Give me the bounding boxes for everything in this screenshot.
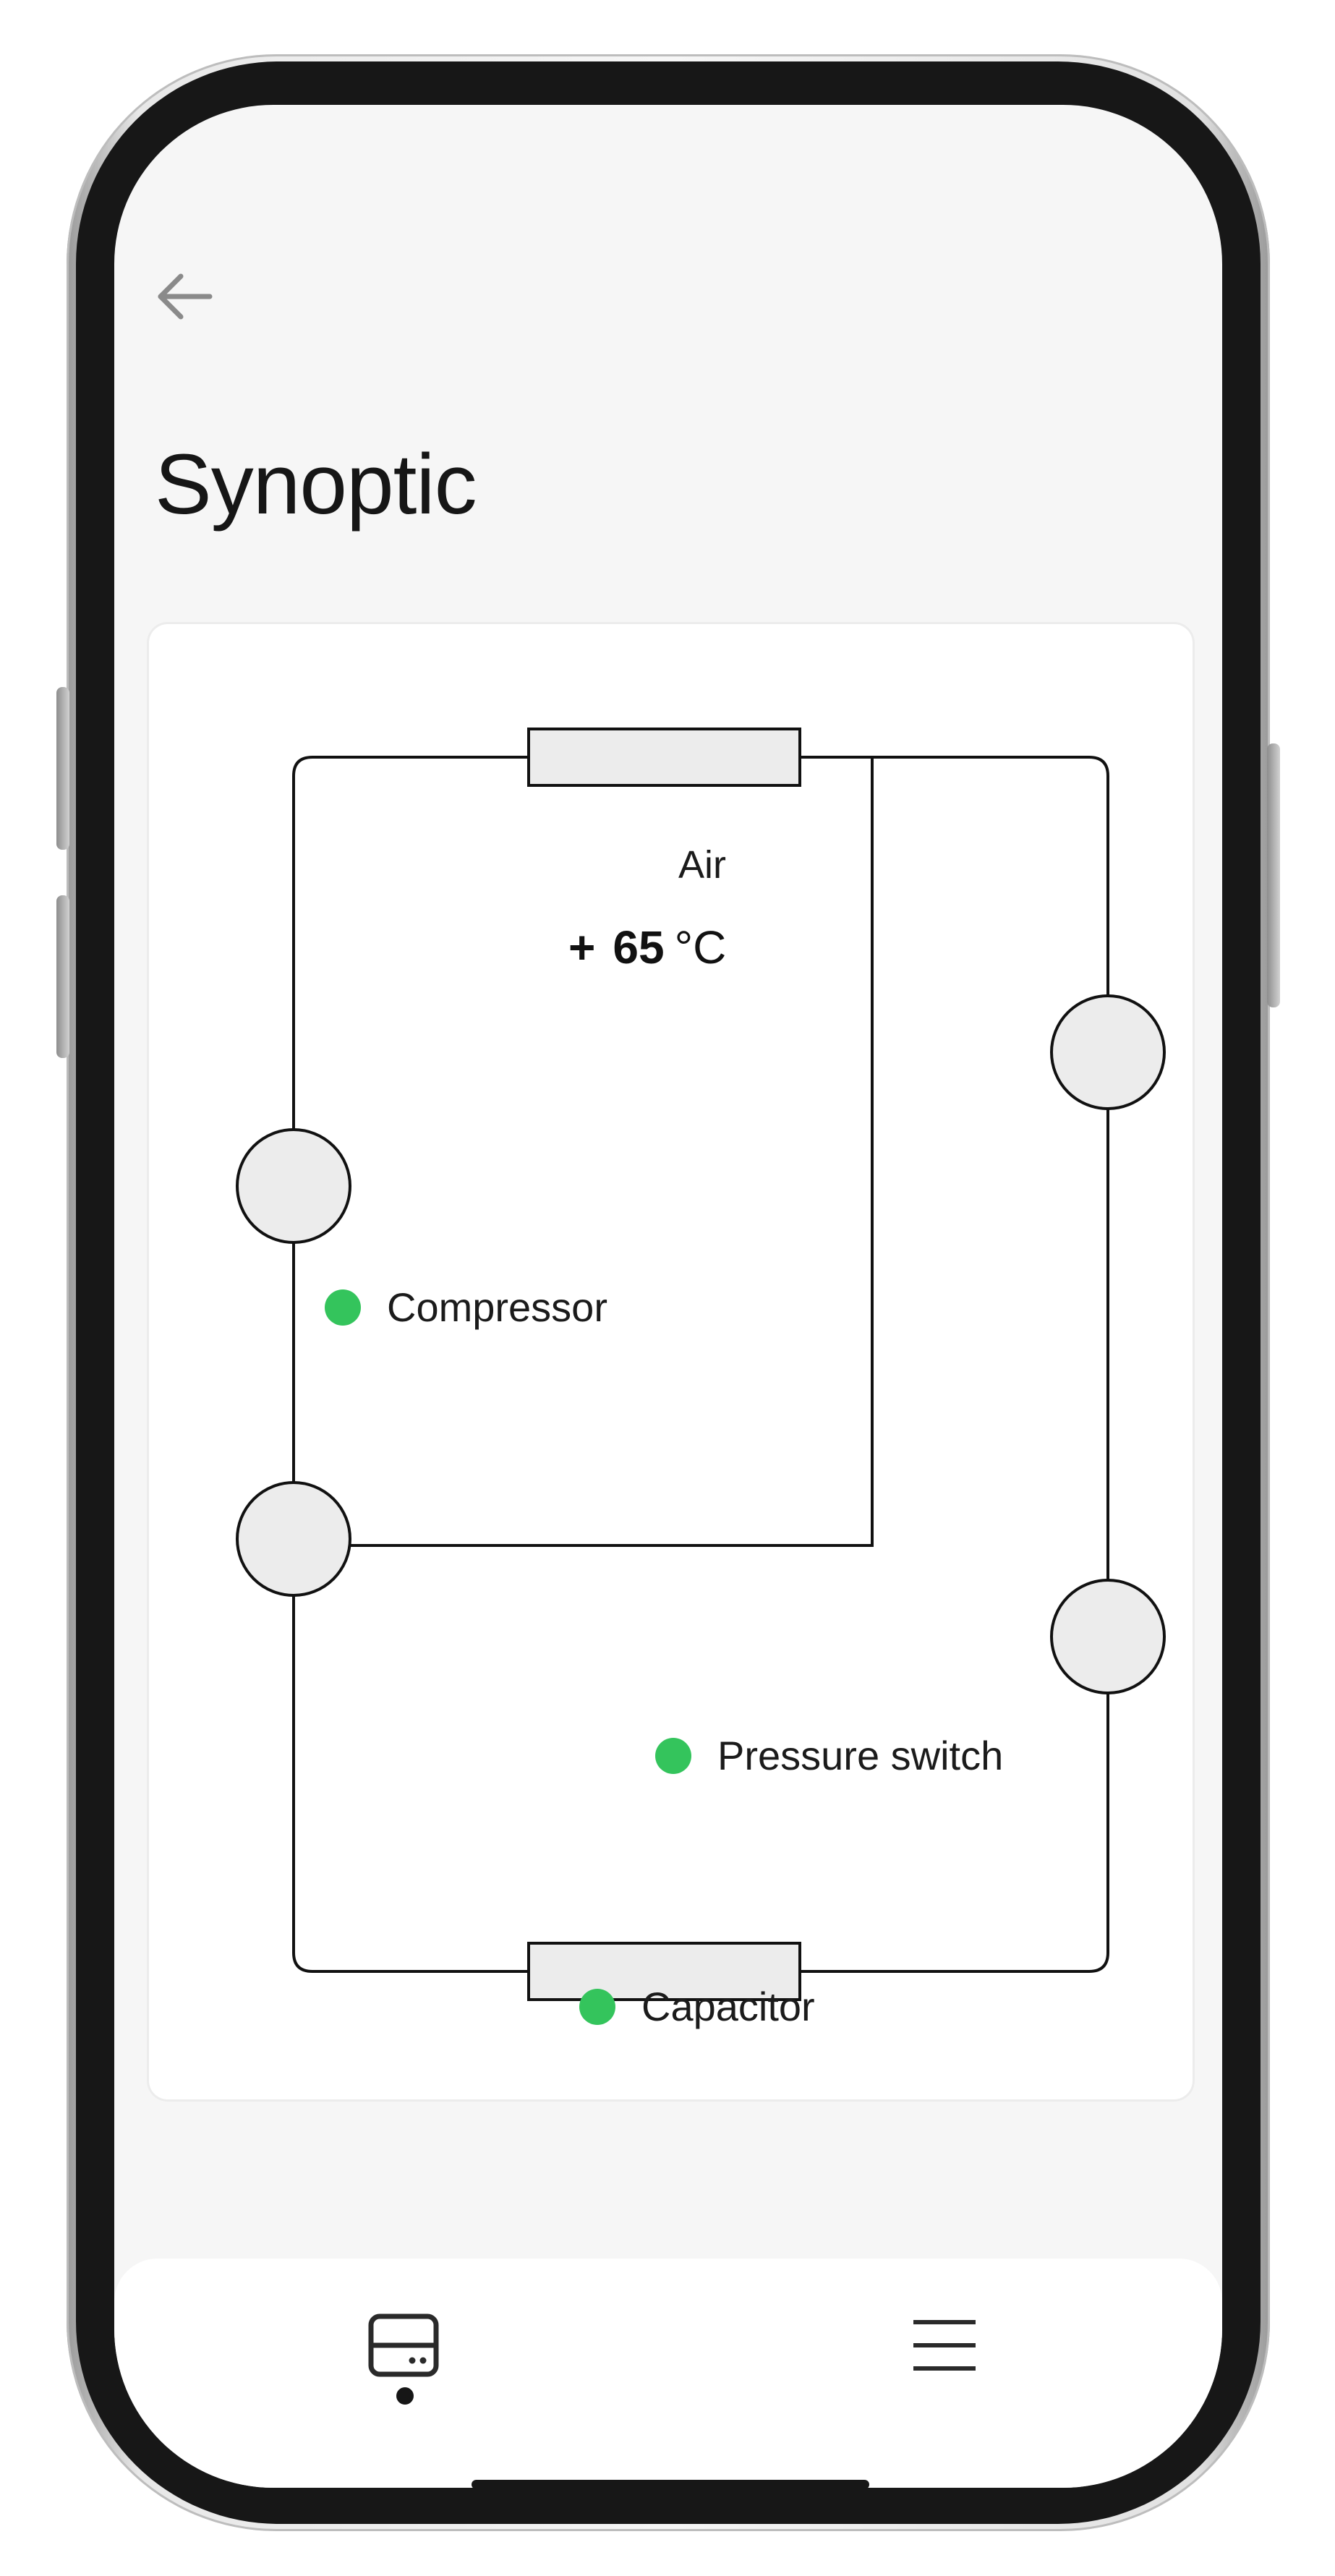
outer-circuit-line [292,756,1109,1973]
air-temperature: +65°C [568,921,829,974]
node-expansion [236,1481,351,1597]
component-pressure-switch: Pressure switch [655,1732,1003,1779]
inner-air-line [294,757,874,1547]
air-label: Air [678,843,726,887]
component-capacitor: Capacitor [579,1983,815,2030]
nav-item-dashboard[interactable] [346,2287,461,2403]
phone-volume-up-button [56,687,69,850]
synoptic-diagram-card: Air +65°C Compressor Pressure switch Cap… [149,624,1193,2099]
page-title: Synoptic [155,437,477,532]
component-label: Pressure switch [717,1733,1004,1778]
menu-icon [913,2320,976,2371]
status-dot-icon [579,1988,615,2025]
temperature-unit: °C [674,921,727,973]
bottom-exchanger [527,1942,801,2001]
status-dot-icon [325,1289,361,1326]
node-compressor [236,1128,351,1244]
circuit-diagram [236,728,1166,2001]
phone-volume-down-button [56,895,69,1058]
status-dot-icon [655,1737,691,1774]
dashboard-icon [368,2313,439,2377]
top-exchanger [527,728,801,787]
node-right-upper [1050,994,1166,1110]
home-indicator[interactable] [472,2480,869,2489]
temperature-value: 65 [613,921,665,973]
back-button[interactable] [149,260,221,333]
node-pressure-switch [1050,1579,1166,1694]
phone-screen: Synoptic Air +65°C Compressor [114,105,1222,2488]
arrow-left-icon [158,273,213,320]
bottom-navigation [114,2259,1222,2488]
component-label: Compressor [387,1284,607,1330]
component-compressor: Compressor [325,1284,607,1331]
temperature-sign: + [568,921,596,973]
component-label: Capacitor [641,1984,815,2029]
nav-active-indicator [396,2387,414,2405]
nav-item-menu[interactable] [887,2287,1002,2403]
phone-power-button [1267,743,1280,1007]
